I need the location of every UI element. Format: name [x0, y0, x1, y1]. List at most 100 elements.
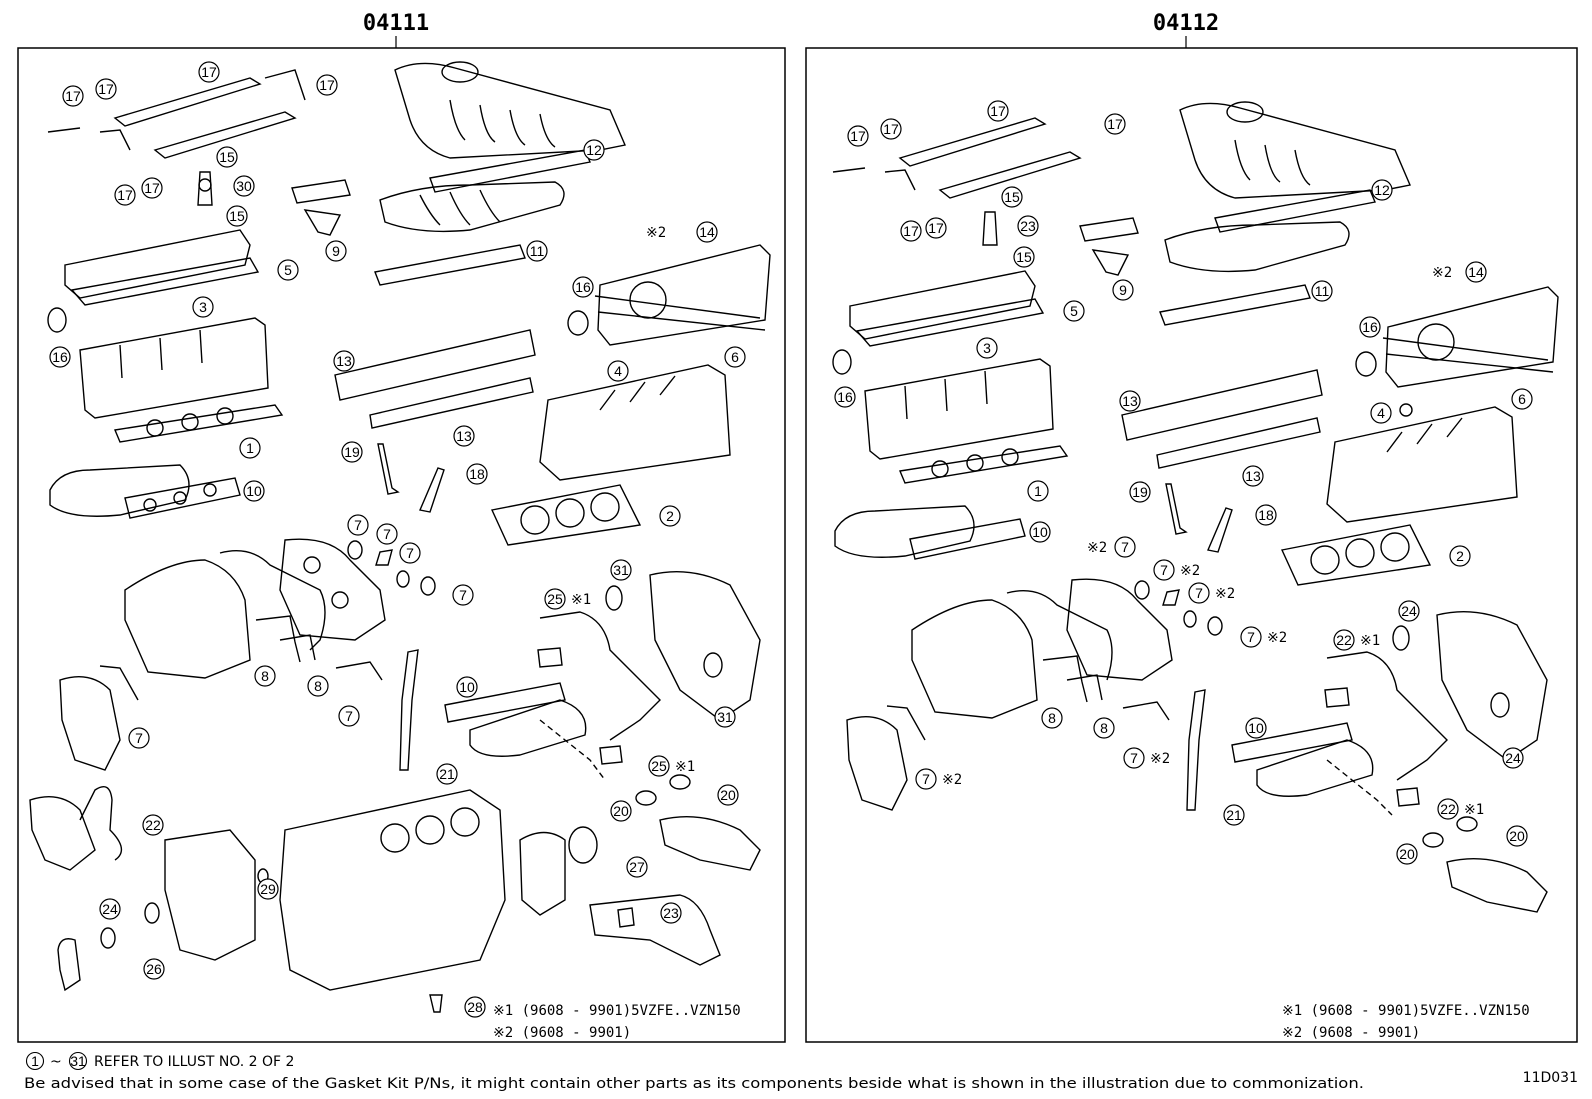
- callout-17[interactable]: 17: [62, 85, 84, 107]
- callout-17[interactable]: 17: [198, 61, 220, 83]
- callout-17[interactable]: 17: [141, 177, 163, 199]
- callout-16[interactable]: 16: [1359, 316, 1381, 338]
- callout-16[interactable]: 16: [834, 386, 856, 408]
- callout-17[interactable]: 17: [114, 184, 136, 206]
- callout-7[interactable]: 7: [399, 542, 421, 564]
- callout-4[interactable]: 4: [607, 360, 629, 382]
- callout-7[interactable]: 7: [1153, 559, 1175, 581]
- callout-12[interactable]: 12: [1371, 179, 1393, 201]
- callout-8[interactable]: 8: [307, 675, 329, 697]
- callout-18[interactable]: 18: [1255, 504, 1277, 526]
- callout-26[interactable]: 26: [143, 958, 165, 980]
- callout-19[interactable]: 19: [341, 441, 363, 463]
- callout-25[interactable]: 25: [544, 588, 566, 610]
- callout-24[interactable]: 24: [99, 898, 121, 920]
- callout-19[interactable]: 19: [1129, 481, 1151, 503]
- callout-17[interactable]: 17: [95, 78, 117, 100]
- callout-20[interactable]: 20: [1506, 825, 1528, 847]
- callout-27[interactable]: 27: [626, 856, 648, 878]
- callout-8[interactable]: 8: [1093, 717, 1115, 739]
- callout-23[interactable]: 23: [1017, 215, 1039, 237]
- callout-25[interactable]: 25: [648, 755, 670, 777]
- callout-13[interactable]: 13: [1119, 390, 1141, 412]
- callout-12[interactable]: 12: [583, 139, 605, 161]
- callout-6[interactable]: 6: [724, 346, 746, 368]
- callout-7[interactable]: 7: [376, 523, 398, 545]
- callout-20[interactable]: 20: [610, 800, 632, 822]
- callout-21[interactable]: 21: [1223, 804, 1245, 826]
- callout-3[interactable]: 3: [192, 296, 214, 318]
- callout-28[interactable]: 28: [464, 996, 486, 1018]
- callout-15[interactable]: 15: [1013, 246, 1035, 268]
- callout-8[interactable]: 8: [254, 665, 276, 687]
- callout-23[interactable]: 23: [660, 902, 682, 924]
- callout-10[interactable]: 10: [243, 480, 265, 502]
- callout-13[interactable]: 13: [453, 425, 475, 447]
- callout-21[interactable]: 21: [436, 763, 458, 785]
- callout-7[interactable]: 7: [347, 514, 369, 536]
- callout-22[interactable]: 22: [142, 814, 164, 836]
- callout-2[interactable]: 2: [1449, 545, 1471, 567]
- callout-1[interactable]: 1: [239, 437, 261, 459]
- callout-16[interactable]: 16: [572, 276, 594, 298]
- callout-6[interactable]: 6: [1511, 388, 1533, 410]
- callout-10[interactable]: 10: [456, 676, 478, 698]
- callout-10[interactable]: 10: [1245, 717, 1267, 739]
- callout-5[interactable]: 5: [277, 259, 299, 281]
- callout-15[interactable]: 15: [226, 205, 248, 227]
- kit-part-number[interactable]: 04112: [1153, 11, 1219, 36]
- kit-part-number[interactable]: 04111: [363, 11, 429, 36]
- callout-22[interactable]: 22: [1333, 629, 1355, 651]
- callout-7[interactable]: 7: [338, 705, 360, 727]
- callout-5[interactable]: 5: [1063, 300, 1085, 322]
- callout-number: 14: [1468, 264, 1484, 280]
- callout-circle: [239, 437, 261, 459]
- callout-11[interactable]: 11: [526, 240, 548, 262]
- callout-17[interactable]: 17: [900, 220, 922, 242]
- callout-7[interactable]: 7: [1240, 626, 1262, 648]
- callout-7[interactable]: 7: [915, 768, 937, 790]
- callout-24[interactable]: 24: [1398, 600, 1420, 622]
- applicability-mark: ※1: [1464, 802, 1484, 818]
- callout-2[interactable]: 2: [659, 505, 681, 527]
- callout-18[interactable]: 18: [466, 463, 488, 485]
- callout-31[interactable]: 31: [610, 559, 632, 581]
- callout-17[interactable]: 17: [880, 118, 902, 140]
- callout-14[interactable]: 14: [696, 221, 718, 243]
- callout-29[interactable]: 29: [257, 878, 279, 900]
- callout-8[interactable]: 8: [1041, 707, 1063, 729]
- callout-24[interactable]: 24: [1502, 747, 1524, 769]
- callout-17[interactable]: 17: [847, 125, 869, 147]
- callout-16[interactable]: 16: [49, 346, 71, 368]
- callout-3[interactable]: 3: [976, 337, 998, 359]
- callout-17[interactable]: 17: [316, 74, 338, 96]
- callout-7[interactable]: 7: [128, 727, 150, 749]
- callout-circle: [1013, 246, 1035, 268]
- callout-17[interactable]: 17: [925, 217, 947, 239]
- callout-20[interactable]: 20: [717, 784, 739, 806]
- callout-17[interactable]: 17: [987, 100, 1009, 122]
- callout-circle: [95, 78, 117, 100]
- callout-10[interactable]: 10: [1029, 521, 1051, 543]
- callout-11[interactable]: 11: [1311, 280, 1333, 302]
- callout-7[interactable]: 7: [452, 584, 474, 606]
- callout-7[interactable]: 7: [1114, 536, 1136, 558]
- callout-31[interactable]: 31: [714, 706, 736, 728]
- callout-7[interactable]: 7: [1188, 582, 1210, 604]
- callout-13[interactable]: 13: [1242, 465, 1264, 487]
- callout-15[interactable]: 15: [1001, 186, 1023, 208]
- fuel-rail-lower: [153, 111, 297, 159]
- callout-13[interactable]: 13: [333, 350, 355, 372]
- callout-9[interactable]: 9: [325, 240, 347, 262]
- callout-1[interactable]: 1: [1027, 480, 1049, 502]
- applicability-mark: ※2: [1267, 630, 1287, 646]
- callout-9[interactable]: 9: [1112, 279, 1134, 301]
- callout-14[interactable]: 14: [1465, 261, 1487, 283]
- callout-30[interactable]: 30: [233, 175, 255, 197]
- callout-22[interactable]: 22: [1437, 798, 1459, 820]
- callout-4[interactable]: 4: [1370, 402, 1392, 424]
- callout-15[interactable]: 15: [216, 146, 238, 168]
- callout-17[interactable]: 17: [1104, 113, 1126, 135]
- callout-20[interactable]: 20: [1396, 843, 1418, 865]
- callout-7[interactable]: 7: [1123, 747, 1145, 769]
